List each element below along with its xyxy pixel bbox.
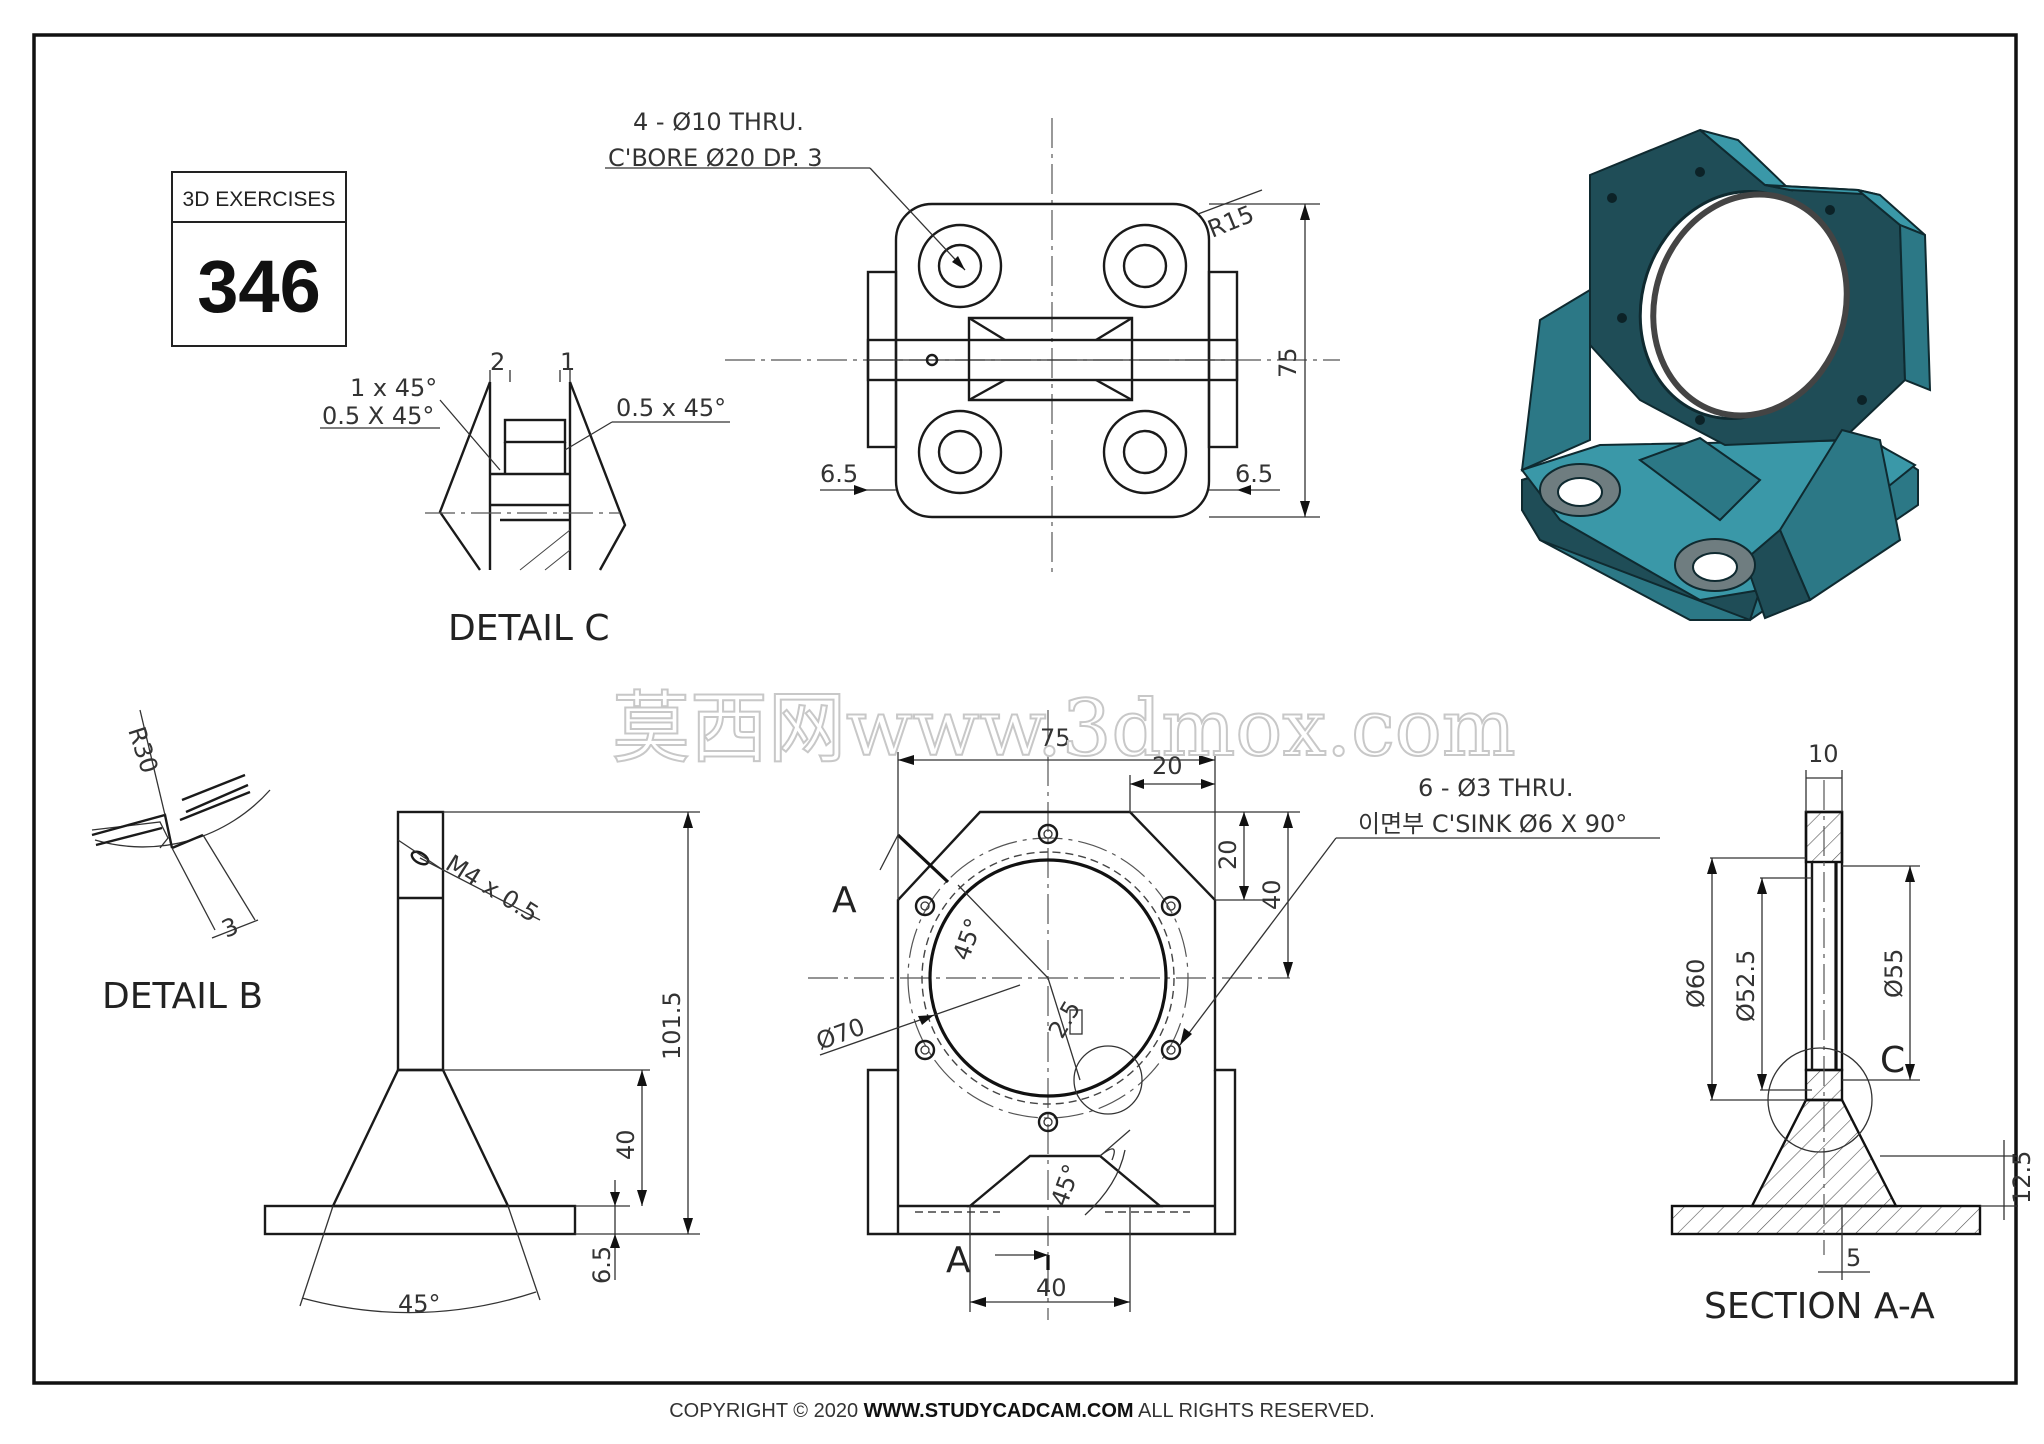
dim-front-45-a: 45° (947, 914, 988, 964)
csink-note-line2: 이면부 C'SINK Ø6 X 90° (1358, 810, 1627, 838)
footer-prefix: COPYRIGHT © 2020 (669, 1400, 864, 1422)
dim-sec-5: 5 (1846, 1244, 1861, 1272)
dim-dc-05x45-right: 0.5 x 45° (616, 394, 726, 422)
label-section-aa: SECTION A-A (1704, 1286, 1935, 1327)
exercise-badge: 3D EXERCISES 346 (171, 171, 347, 347)
dim-front-20-v: 20 (1214, 839, 1242, 870)
dim-top-6-5-left: 6.5 (820, 460, 858, 488)
badge-caption: 3D EXERCISES (183, 188, 336, 211)
dim-top-6-5-right: 6.5 (1235, 460, 1273, 488)
dim-sec-12-5: 12.5 (2008, 1151, 2036, 1204)
dim-front-70: Ø70 (812, 1012, 868, 1055)
cbore-hole (917, 409, 1003, 495)
dim-side-40: 40 (612, 1129, 640, 1160)
cbore-hole (1102, 223, 1188, 309)
dim-side-m4: M4 x 0.5 (441, 849, 544, 928)
dim-sec-10: 10 (1808, 740, 1839, 768)
csink-note-line1: 6 - Ø3 THRU. (1418, 774, 1574, 802)
isometric-model (1520, 128, 1932, 622)
side-view: M4 x 0.5 101.5 40 6.5 45° (263, 810, 700, 1318)
cbore-hole (917, 223, 1003, 309)
copyright-footer: COPYRIGHT © 2020 WWW.STUDYCADCAM.COM ALL… (0, 1400, 2044, 1423)
footer-site-link[interactable]: WWW.STUDYCADCAM.COM (863, 1400, 1134, 1422)
dim-sec-55: Ø55 (1880, 949, 1908, 998)
detail-c: 2 1 1 x 45° 0.5 X 45° 0.5 x 45° DETAIL C (320, 348, 730, 649)
dim-front-75: 75 (1040, 724, 1071, 752)
section-view: C 10 Ø60 Ø52.5 Ø55 12.5 5 S (1670, 740, 2036, 1327)
sheet-border (32, 33, 2018, 1385)
badge-number: 346 (197, 245, 320, 328)
dim-front-45-b: 45° (1045, 1160, 1086, 1210)
dim-side-6-5: 6.5 (588, 1246, 616, 1284)
dim-side-101-5: 101.5 (658, 991, 686, 1060)
cbore-hole (1102, 409, 1188, 495)
label-cut-a-bottom: A (946, 1240, 971, 1281)
label-cut-c: C (1880, 1040, 1905, 1081)
label-detail-c: DETAIL C (448, 608, 610, 649)
dim-dc-2: 2 (490, 348, 505, 376)
dim-front-20-h: 20 (1152, 752, 1183, 780)
holes-note-line2: C'BORE Ø20 DP. 3 (608, 144, 823, 172)
dim-top-75: 75 (1274, 347, 1302, 378)
dim-front-40-h: 40 (1036, 1274, 1067, 1302)
dim-front-2-5: 2.5 (1043, 996, 1086, 1043)
holes-note-line1: 4 - Ø10 THRU. (633, 108, 804, 136)
dim-dc-05x45: 0.5 X 45° (322, 402, 434, 430)
dim-sec-52-5: Ø52.5 (1732, 950, 1760, 1022)
top-view: 4 - Ø10 THRU. C'BORE Ø20 DP. 3 R15 75 6.… (605, 108, 1340, 578)
dim-side-45: 45° (398, 1290, 441, 1318)
label-cut-a-top: A (832, 880, 857, 921)
dim-front-40-v: 40 (1258, 879, 1286, 910)
dim-sec-60: Ø60 (1682, 959, 1710, 1008)
dim-dc-1x45: 1 x 45° (350, 374, 437, 402)
detail-b: R30 3 DETAIL B (91, 709, 271, 1017)
dim-db-r30: R30 (122, 723, 163, 777)
dim-dc-1: 1 (560, 348, 575, 376)
footer-suffix: ALL RIGHTS RESERVED. (1133, 1400, 1375, 1422)
front-view: 45° 2.5 Ø70 A A 75 20 20 (808, 710, 1660, 1320)
watermark: 莫西网www.3dmox.com (612, 684, 1516, 774)
dim-r15: R15 (1204, 200, 1258, 244)
label-detail-b: DETAIL B (102, 976, 263, 1017)
